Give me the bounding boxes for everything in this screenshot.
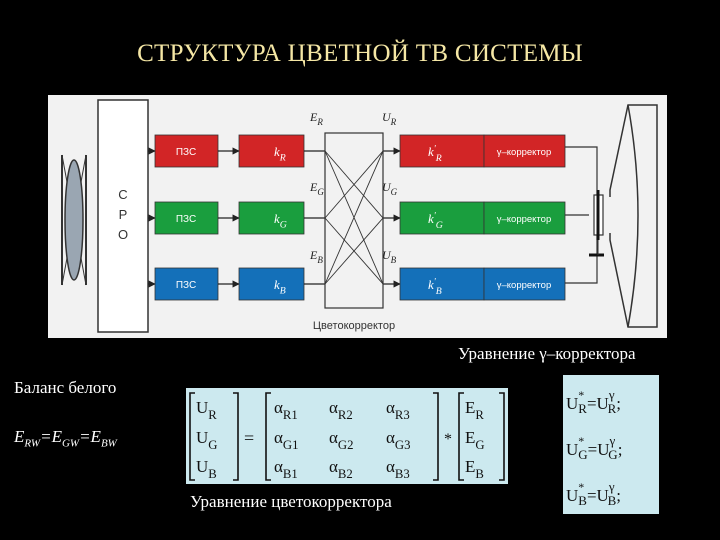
u-signal-label: UR — [382, 110, 397, 127]
sensor-block — [154, 134, 219, 168]
matrix-caption: Уравнение цветокорректора — [190, 492, 392, 511]
matrix-coefficient: αG2 — [329, 428, 354, 452]
e-signal-label: EG — [309, 180, 324, 197]
gain-prime-block — [399, 267, 485, 301]
matrix-coefficient: αG3 — [386, 428, 411, 452]
gain-block — [238, 267, 305, 301]
matrix-bracket — [499, 392, 505, 481]
gamma-corrector-block — [483, 134, 566, 168]
e-signal-label: ER — [309, 110, 323, 127]
matrix-coefficient: αB3 — [386, 457, 410, 481]
matrix-lhs-entry: UR — [196, 398, 217, 422]
color-corrector-label: Цветокорректор — [313, 320, 395, 332]
cpo-letter: Р — [119, 207, 128, 222]
matrix-bracket — [433, 392, 439, 481]
u-signal-label: UB — [382, 248, 397, 265]
matrix-coefficient: αR1 — [274, 398, 298, 422]
gain-prime-block — [399, 201, 485, 235]
cpo-letter: С — [118, 187, 127, 202]
cpo-letter: О — [118, 227, 128, 242]
white-balance-formula: ERW=EGW=EBW — [14, 427, 117, 450]
gain-prime-block — [399, 134, 485, 168]
gain-block — [238, 201, 305, 235]
gain-prime-label: k'B — [428, 276, 442, 297]
matrix-rhs-entry: EG — [465, 428, 485, 452]
gamma-equation-label: Уравнение γ–корректора — [458, 344, 636, 363]
gain-label: kG — [274, 211, 287, 231]
lens-icon — [61, 154, 87, 286]
gain-label: kR — [274, 144, 286, 164]
matrix-equation-svg: UR UG UB = αR1 αR2 αR3 αG1 αG2 αG3 αB1 αB2 αB3 * ER EG E… — [189, 392, 505, 481]
gamma-corrector-block — [483, 267, 566, 301]
gain-label: kB — [274, 277, 286, 297]
color-corrector-box — [324, 132, 384, 309]
white-balance-label: Баланс белого — [14, 378, 117, 397]
crt-icon — [589, 104, 658, 328]
output-wires — [565, 146, 598, 284]
matrix-connection — [324, 217, 384, 285]
gamma-corrector-label: γ–корректор — [497, 147, 552, 158]
matrix-bracket — [189, 392, 195, 481]
matrix-equation-panel: UR UG UB = αR1 αR2 αR3 αG1 αG2 αG3 αB1 αB2 αB3 * ER EG E… — [186, 388, 508, 484]
sensor-label: ПЗС — [176, 214, 196, 225]
matrix-connection — [324, 150, 384, 285]
matrix-coefficient: αG1 — [274, 428, 299, 452]
gamma-corrector-block — [483, 201, 566, 235]
matrix-multiply: * — [444, 431, 452, 448]
matrix-bracket — [233, 392, 239, 481]
matrix-rhs-entry: ER — [465, 398, 484, 422]
sensor-block — [154, 201, 219, 235]
matrix-equals: = — [244, 428, 254, 448]
matrix-bracket — [265, 392, 271, 481]
matrix-coefficient: αR2 — [329, 398, 353, 422]
gain-block — [238, 134, 305, 168]
gamma-corrector-label: γ–корректор — [497, 280, 552, 291]
sensor-label: ПЗС — [176, 147, 196, 158]
matrix-lhs-entry: UG — [196, 428, 218, 452]
gamma-corrector-label: γ–корректор — [497, 214, 552, 225]
sensor-label: ПЗС — [176, 280, 196, 291]
matrix-coefficient: αB2 — [329, 457, 353, 481]
cpo-block — [97, 99, 149, 333]
gain-prime-label: k'G — [428, 210, 443, 231]
matrix-bracket — [458, 392, 464, 481]
slide-title: СТРУКТУРА ЦВЕТНОЙ ТВ СИСТЕМЫ — [137, 40, 583, 67]
matrix-coefficient: αR3 — [386, 398, 410, 422]
gain-prime-label: k'R — [428, 143, 442, 164]
e-signal-label: EB — [309, 248, 323, 265]
matrix-connection — [324, 150, 384, 219]
matrix-lhs-entry: UB — [196, 457, 217, 481]
matrix-rhs-entry: EB — [465, 457, 484, 481]
matrix-coefficient: αB1 — [274, 457, 298, 481]
u-signal-label: UG — [382, 180, 398, 197]
